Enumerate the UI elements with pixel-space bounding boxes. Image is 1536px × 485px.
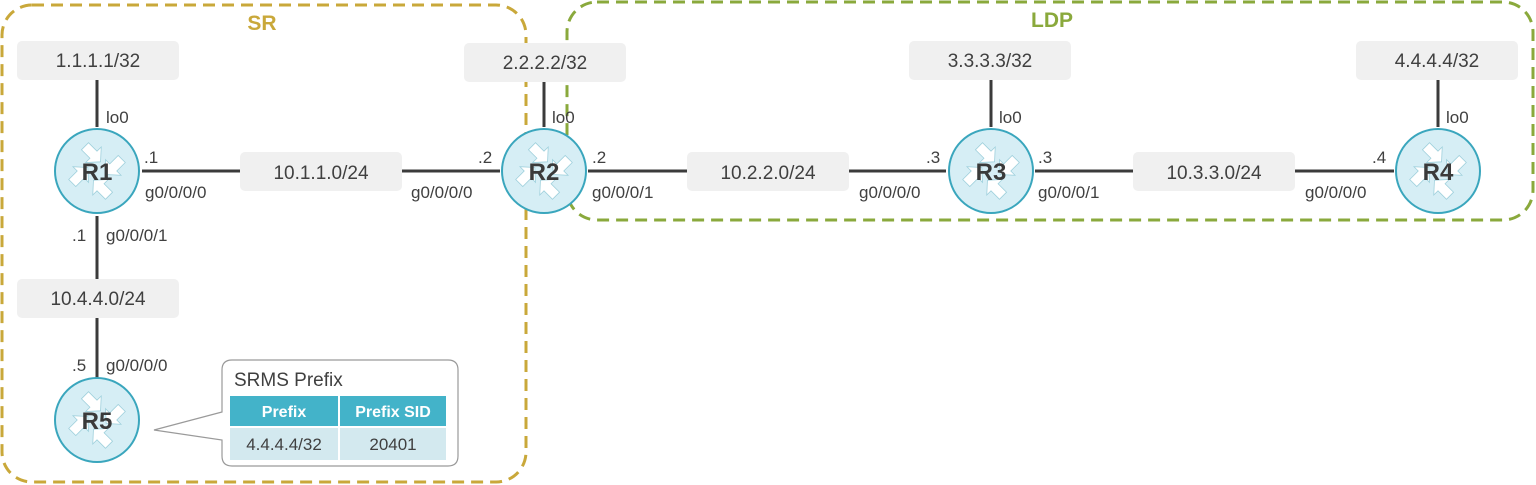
r3-r4-iface-a: g0/0/0/1 (1038, 183, 1099, 202)
r1-r5-host-b: .5 (72, 356, 86, 375)
srms-row-sid: 20401 (369, 435, 416, 454)
srms-header-sid: Prefix SID (355, 404, 431, 421)
loopback-r3: 3.3.3.3/32 lo0 (909, 41, 1071, 127)
subnet-r1-r5: 10.4.4.0/24 (17, 279, 179, 318)
router-r5[interactable]: R5 (54, 377, 140, 463)
router-r4-label: R4 (1423, 159, 1454, 186)
loopback-r3-iface: lo0 (999, 108, 1022, 127)
subnet-r1-r5-label: 10.4.4.0/24 (50, 289, 146, 310)
subnet-r1-r2: 10.1.1.0/24 (240, 152, 402, 191)
srms-header-sid-cell (340, 396, 446, 426)
r1-r2-host-b: .2 (478, 148, 492, 167)
router-r2-label: R2 (529, 159, 560, 186)
loopback-r2-iface: lo0 (552, 108, 575, 127)
r3-r4-host-b: .4 (1372, 148, 1386, 167)
router-r2[interactable]: R2 (501, 128, 587, 214)
links (95, 80, 1440, 378)
loopback-r1-prefix: 1.1.1.1/32 (56, 51, 141, 72)
r2-r3-iface-a: g0/0/0/1 (592, 183, 653, 202)
subnet-r2-r3: 10.2.2.0/24 (687, 152, 849, 191)
r1-r2-iface-b: g0/0/0/0 (411, 183, 472, 202)
r1-r2-iface-a: g0/0/0/0 (145, 183, 206, 202)
subnet-r3-r4: 10.3.3.0/24 (1133, 152, 1295, 191)
router-r4[interactable]: R4 (1395, 128, 1481, 214)
srms-row-sid-cell (340, 428, 446, 460)
loopback-r3-prefix: 3.3.3.3/32 (948, 51, 1033, 72)
router-r1[interactable]: R1 (54, 128, 140, 214)
r2-r3-host-b: .3 (926, 148, 940, 167)
ldp-zone-title: LDP (1031, 9, 1073, 32)
srms-header-prefix: Prefix (262, 404, 307, 421)
srms-callout: SRMS Prefix Prefix Prefix SID 4.4.4.4/32… (153, 359, 459, 467)
router-r3-label: R3 (976, 159, 1007, 186)
loopback-r2-prefix: 2.2.2.2/32 (503, 53, 588, 74)
subnet-r2-r3-label: 10.2.2.0/24 (720, 163, 816, 184)
loopback-r1-iface: lo0 (106, 108, 129, 127)
interface-labels: .1 g0/0/0/0 .2 g0/0/0/0 .2 g0/0/0/1 .3 g… (72, 148, 1386, 375)
r1-r2-host-a: .1 (144, 148, 158, 167)
loopback-r1: 1.1.1.1/32 lo0 (17, 41, 179, 127)
loopback-r4-prefix: 4.4.4.4/32 (1395, 51, 1480, 72)
subnet-r1-r2-label: 10.1.1.0/24 (273, 163, 369, 184)
r3-r4-host-a: .3 (1038, 148, 1052, 167)
loopback-r2: 2.2.2.2/32 lo0 (464, 43, 626, 127)
subnet-r3-r4-label: 10.3.3.0/24 (1166, 163, 1262, 184)
srms-title: SRMS Prefix (234, 370, 343, 391)
r2-r3-iface-b: g0/0/0/0 (859, 183, 920, 202)
ldp-zone-boundary (565, 0, 1535, 222)
r1-r5-host-a: .1 (72, 226, 86, 245)
srms-header-prefix-cell (230, 396, 338, 426)
r1-r5-iface-a: g0/0/0/1 (106, 226, 167, 245)
r3-r4-iface-b: g0/0/0/0 (1305, 183, 1366, 202)
srms-row-prefix-cell (230, 428, 338, 460)
srms-row-prefix: 4.4.4.4/32 (246, 435, 322, 454)
r1-r5-iface-b: g0/0/0/0 (106, 356, 167, 375)
router-r3[interactable]: R3 (948, 128, 1034, 214)
r2-r3-host-a: .2 (592, 148, 606, 167)
loopback-r4: 4.4.4.4/32 lo0 (1356, 41, 1518, 127)
router-r1-label: R1 (82, 159, 113, 186)
loopback-r4-iface: lo0 (1446, 108, 1469, 127)
sr-zone-title: SR (247, 12, 276, 35)
sr-zone-boundary (0, 3, 528, 484)
router-r5-label: R5 (82, 408, 113, 435)
